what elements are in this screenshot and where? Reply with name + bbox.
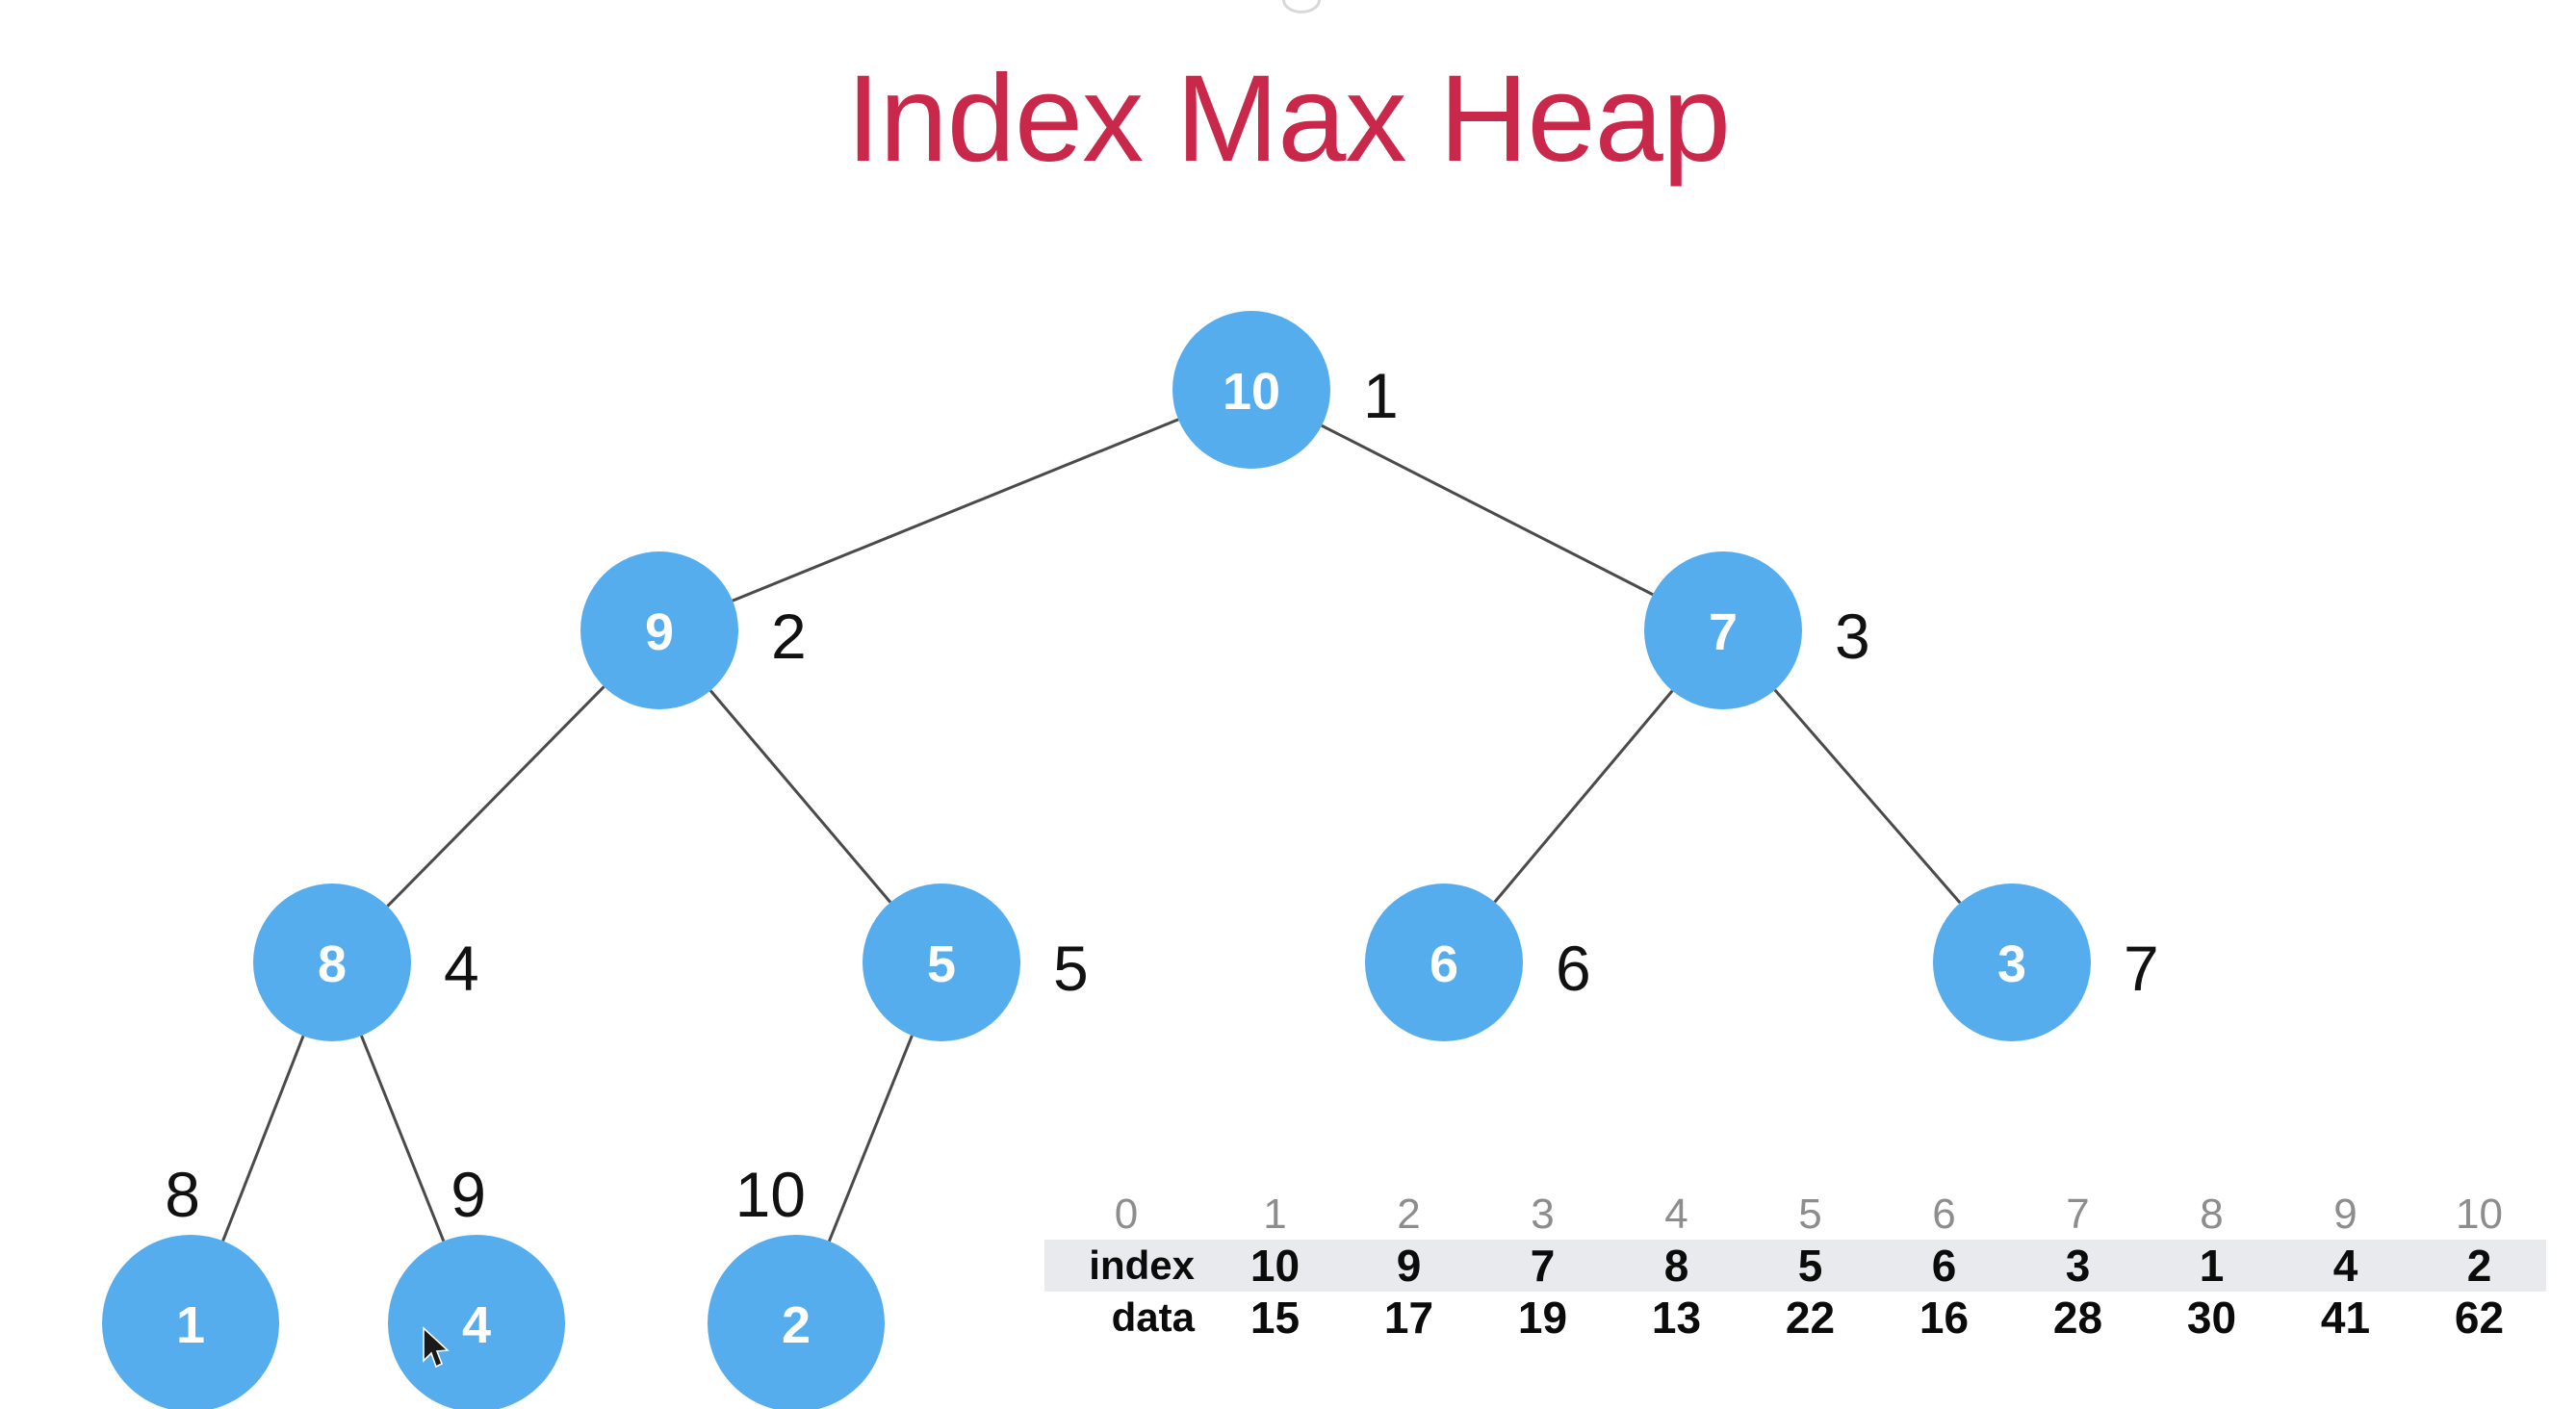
heap-node-index-label: 1 — [1363, 360, 1399, 431]
row-header-cell: 1 — [1263, 1191, 1287, 1238]
heap-node[interactable]: 10 1 — [1172, 311, 1399, 469]
row-data-label: data — [1111, 1294, 1195, 1340]
row-index-cell: 8 — [1663, 1241, 1689, 1291]
row-index-cell: 6 — [1931, 1241, 1957, 1291]
heap-node-circle[interactable] — [863, 884, 1020, 1041]
row-header-cell: 4 — [1664, 1191, 1688, 1238]
row-index-cell: 9 — [1396, 1241, 1422, 1291]
table-header-row: 0 1 2 3 4 5 6 7 8 9 10 — [1044, 1190, 2546, 1240]
heap-node-value: 2 — [782, 1296, 811, 1354]
tree-edge — [1321, 423, 1654, 597]
heap-node[interactable]: 2 10 — [708, 1159, 885, 1409]
heap-node-circle[interactable] — [1933, 884, 2091, 1041]
table-data-row: data 15 17 19 13 22 16 28 30 41 62 — [1044, 1292, 2546, 1344]
heap-node-circle[interactable] — [580, 551, 738, 709]
heap-node-index-label: 2 — [771, 601, 807, 672]
tree-edge — [386, 685, 605, 908]
row-header-cell: 8 — [2200, 1191, 2224, 1238]
row-data-cell: 22 — [1785, 1293, 1836, 1343]
tree-edge — [827, 1035, 914, 1242]
tree-edge — [708, 689, 892, 904]
heap-node-circle[interactable] — [253, 884, 411, 1041]
heap-node[interactable]: 18 — [102, 1159, 279, 1409]
heap-node-index-label: 3 — [1835, 601, 1870, 672]
row-data-cell: 28 — [2052, 1293, 2103, 1343]
heap-node-circle[interactable] — [1644, 551, 1802, 709]
heap-node-circle[interactable] — [1172, 311, 1330, 469]
row-data-cell: 16 — [1919, 1293, 1970, 1343]
tree-edge — [221, 1035, 305, 1242]
row-index-label: index — [1089, 1242, 1195, 1288]
row-index-cell: 5 — [1797, 1241, 1823, 1291]
heap-node-value: 6 — [1430, 935, 1458, 993]
row-header-cell: 9 — [2333, 1191, 2357, 1238]
row-index-cell: 10 — [1249, 1241, 1301, 1291]
row-data-cell: 62 — [2454, 1293, 2505, 1343]
table-index-row: index 10 9 7 8 5 6 3 1 4 2 — [1044, 1240, 2546, 1292]
heap-node-value: 10 — [1223, 363, 1280, 421]
row-header-cell: 2 — [1397, 1191, 1421, 1238]
heap-node-circle[interactable] — [1365, 884, 1523, 1041]
index-data-table: 0 1 2 3 4 5 6 7 8 9 10 index 10 9 7 8 5 6 3 1 4 2 data 15 17 19… — [1044, 1190, 2546, 1344]
tree-edge — [1773, 688, 1962, 905]
row-data-cell: 15 — [1249, 1293, 1301, 1343]
row-data-cell: 13 — [1651, 1293, 1702, 1343]
heap-node-value: 8 — [318, 935, 347, 993]
row-header-label: 0 — [1114, 1191, 1139, 1238]
heap-node-value: 4 — [462, 1296, 491, 1354]
heap-node-index-label: 7 — [2124, 933, 2159, 1004]
heap-node[interactable]: 49 — [388, 1159, 565, 1409]
page-title: Index Max Heap — [845, 50, 1731, 188]
heap-node-index-label: 5 — [1053, 933, 1089, 1004]
row-data-cell: 30 — [2186, 1293, 2237, 1343]
heap-node-index-label: 10 — [735, 1159, 806, 1230]
row-index-cell: 7 — [1530, 1241, 1556, 1291]
row-index-cell: 4 — [2332, 1241, 2358, 1291]
row-data-cell: 19 — [1517, 1293, 1568, 1343]
heap-node-value: 5 — [927, 935, 956, 993]
heap-node-value: 1 — [176, 1296, 205, 1354]
heap-node-value: 3 — [1997, 935, 2026, 993]
row-header-cell: 5 — [1798, 1191, 1822, 1238]
row-header-cell: 7 — [2066, 1191, 2090, 1238]
heap-node-value: 7 — [1709, 603, 1738, 661]
row-header-cell: 10 — [2456, 1191, 2503, 1238]
row-header-cell: 3 — [1531, 1191, 1555, 1238]
heap-node-index-label: 6 — [1556, 933, 1591, 1004]
heap-node-value: 9 — [645, 603, 674, 661]
tree-edge — [1493, 689, 1674, 904]
tree-edges — [221, 418, 1962, 1242]
row-header-cell: 6 — [1932, 1191, 1956, 1238]
row-data-cell: 17 — [1383, 1293, 1434, 1343]
heap-node-index-label: 9 — [451, 1159, 486, 1230]
row-index-cell: 2 — [2466, 1241, 2492, 1291]
heap-node-circle[interactable] — [708, 1235, 885, 1409]
row-index-cell: 3 — [2065, 1241, 2091, 1291]
tree-edge — [732, 418, 1179, 602]
heap-node-index-label: 4 — [444, 933, 479, 1004]
heap-node-circle[interactable] — [102, 1235, 279, 1409]
row-index-cell: 1 — [2199, 1241, 2225, 1291]
tree-edge — [360, 1035, 446, 1242]
heap-node-index-label: 8 — [165, 1159, 200, 1230]
row-data-cell: 41 — [2320, 1293, 2371, 1343]
